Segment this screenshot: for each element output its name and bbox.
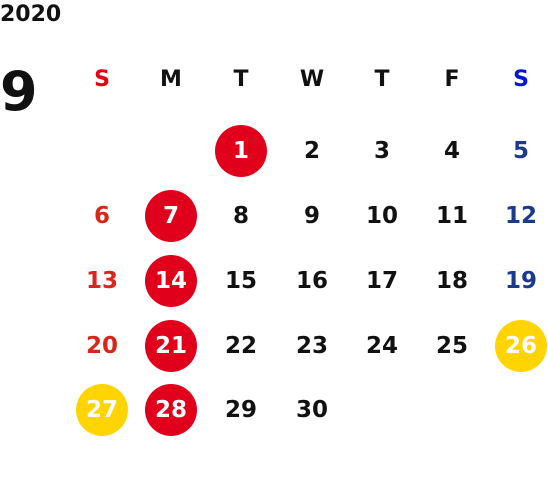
day-cell-12[interactable]: 12: [504, 203, 537, 229]
day-cell-20[interactable]: 20: [85, 333, 118, 359]
day-cell-27[interactable]: 27: [76, 384, 128, 436]
weekday-header-thu: T: [374, 67, 390, 92]
day-cell-10[interactable]: 10: [365, 203, 398, 229]
day-cell-8[interactable]: 8: [232, 203, 249, 229]
weekday-header-wed: W: [299, 67, 325, 92]
day-cell-5[interactable]: 5: [512, 138, 529, 164]
day-cell-28[interactable]: 28: [145, 384, 197, 436]
day-cell-19[interactable]: 19: [504, 268, 537, 294]
day-cell-25[interactable]: 25: [435, 333, 468, 359]
day-cell-16[interactable]: 16: [295, 268, 328, 294]
day-cell-2[interactable]: 2: [303, 138, 320, 164]
month-number: 9: [0, 60, 38, 123]
day-cell-6[interactable]: 6: [93, 203, 110, 229]
weekday-header-mon: M: [160, 67, 182, 92]
day-cell-15[interactable]: 15: [224, 268, 257, 294]
day-cell-13[interactable]: 13: [85, 268, 118, 294]
day-cell-14[interactable]: 14: [145, 255, 197, 307]
day-cell-30[interactable]: 30: [295, 397, 328, 423]
day-cell-29[interactable]: 29: [224, 397, 257, 423]
weekday-header-tue: T: [233, 67, 249, 92]
day-cell-26[interactable]: 26: [495, 320, 547, 372]
weekday-header-sun: S: [94, 67, 110, 92]
weekday-header-fri: F: [444, 67, 460, 92]
day-cell-1[interactable]: 1: [215, 125, 267, 177]
weekday-header-sat: S: [513, 67, 529, 92]
day-cell-21[interactable]: 21: [145, 320, 197, 372]
day-cell-23[interactable]: 23: [295, 333, 328, 359]
day-cell-4[interactable]: 4: [443, 138, 460, 164]
day-cell-3[interactable]: 3: [373, 138, 390, 164]
day-cell-24[interactable]: 24: [365, 333, 398, 359]
day-cell-18[interactable]: 18: [435, 268, 468, 294]
day-cell-22[interactable]: 22: [224, 333, 257, 359]
day-cell-17[interactable]: 17: [365, 268, 398, 294]
day-cell-11[interactable]: 11: [435, 203, 468, 229]
year-label: 2020: [0, 2, 62, 27]
day-cell-9[interactable]: 9: [303, 203, 320, 229]
day-cell-7[interactable]: 7: [145, 190, 197, 242]
